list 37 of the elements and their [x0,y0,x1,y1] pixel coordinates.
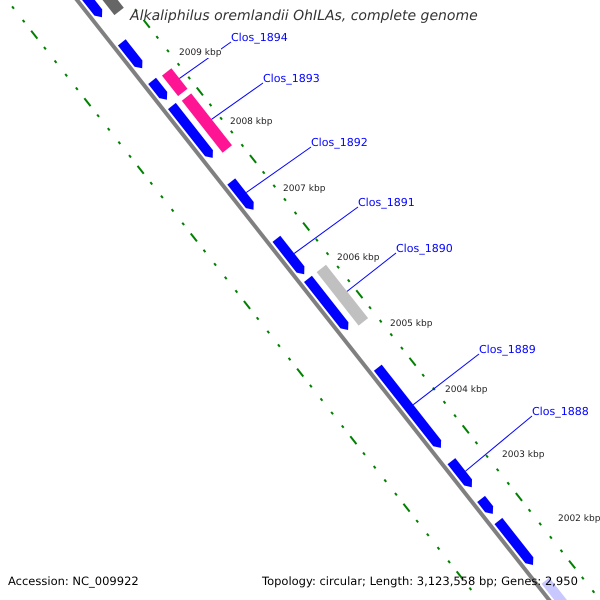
info-text: Accession: NC_009922 [8,574,139,588]
leader-line [465,416,532,472]
gene-bar [477,496,494,514]
gene-label: Clos_1893 [263,72,320,85]
gene-label: Clos_1890 [396,242,453,255]
gene-label: Clos_1889 [479,343,536,356]
scale-label: 2004 kbp [445,385,488,395]
gene-bar [148,78,168,100]
scale-label: 2009 kbp [179,48,222,58]
gene-label: Clos_1891 [358,196,415,209]
leader-line [346,252,396,292]
scale-label: 2003 kbp [502,450,544,460]
gene-bar [227,178,254,210]
leader-line [294,206,358,254]
gene-bar [162,68,188,96]
scale-label: 2008 kbp [230,117,272,127]
gene-bar [118,39,142,68]
gene-bar [448,458,472,488]
gene-bar [374,364,442,448]
leader-line [412,354,480,406]
gene-label: Clos_1894 [231,31,288,44]
gene-bar [168,102,213,158]
leader-line [211,82,264,120]
gene-label: Clos_1888 [532,405,589,418]
leader-line [246,146,312,194]
diagram-title: Alkaliphilus oremlandii OhILAs, complete genome [130,8,478,24]
gene-bar [494,518,534,565]
scale-label: 2006 kbp [337,253,380,263]
scale-label: 2002 kbp [558,514,600,524]
scale-label: 2005 kbp [390,319,432,329]
info-text: Topology: circular; Length: 3,123,558 bp; Genes: 2,950 [262,574,578,588]
gene-bar [272,236,304,274]
gene-label: Clos_1892 [311,136,368,149]
gene-bar [316,264,368,326]
scale-label: 2007 kbp [283,184,326,194]
gene-bar [182,93,232,153]
gene-bar [304,276,348,330]
